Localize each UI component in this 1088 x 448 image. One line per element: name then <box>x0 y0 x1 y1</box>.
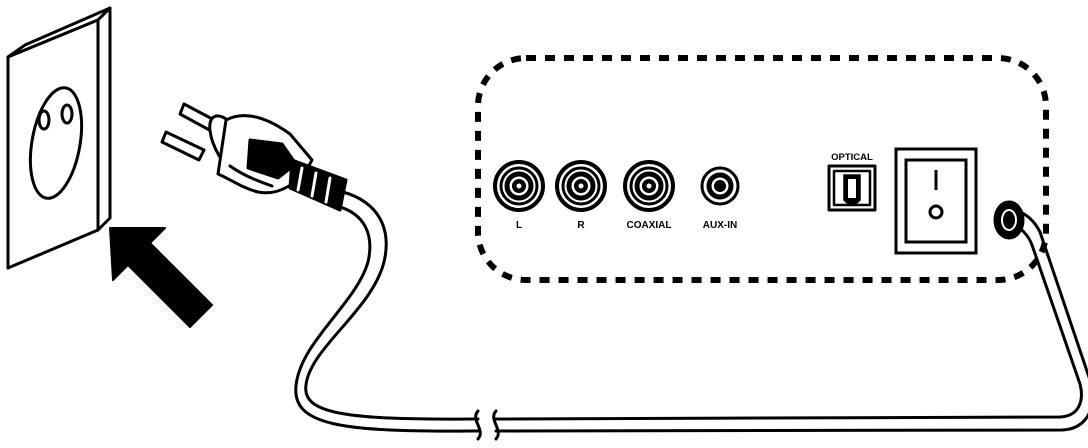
rear-panel-outline <box>475 55 1049 283</box>
optical-label: OPTICAL <box>831 152 873 163</box>
jack-l <box>493 160 545 212</box>
power-switch-icon <box>894 147 978 255</box>
jack-aux-in <box>700 166 740 206</box>
jack-r <box>555 160 607 212</box>
power-inlet <box>993 200 1025 240</box>
power-plug-icon <box>160 102 348 212</box>
port-label-coaxial: COAXIAL <box>627 220 672 231</box>
jack-coaxial <box>623 160 675 212</box>
wall-socket-icon <box>6 6 112 270</box>
port-label-r: R <box>577 220 585 231</box>
optical-port-icon <box>827 164 877 212</box>
port-label-aux-in: AUX-IN <box>703 220 737 231</box>
port-label-l: L <box>516 220 522 231</box>
arrow-icon <box>109 227 213 328</box>
